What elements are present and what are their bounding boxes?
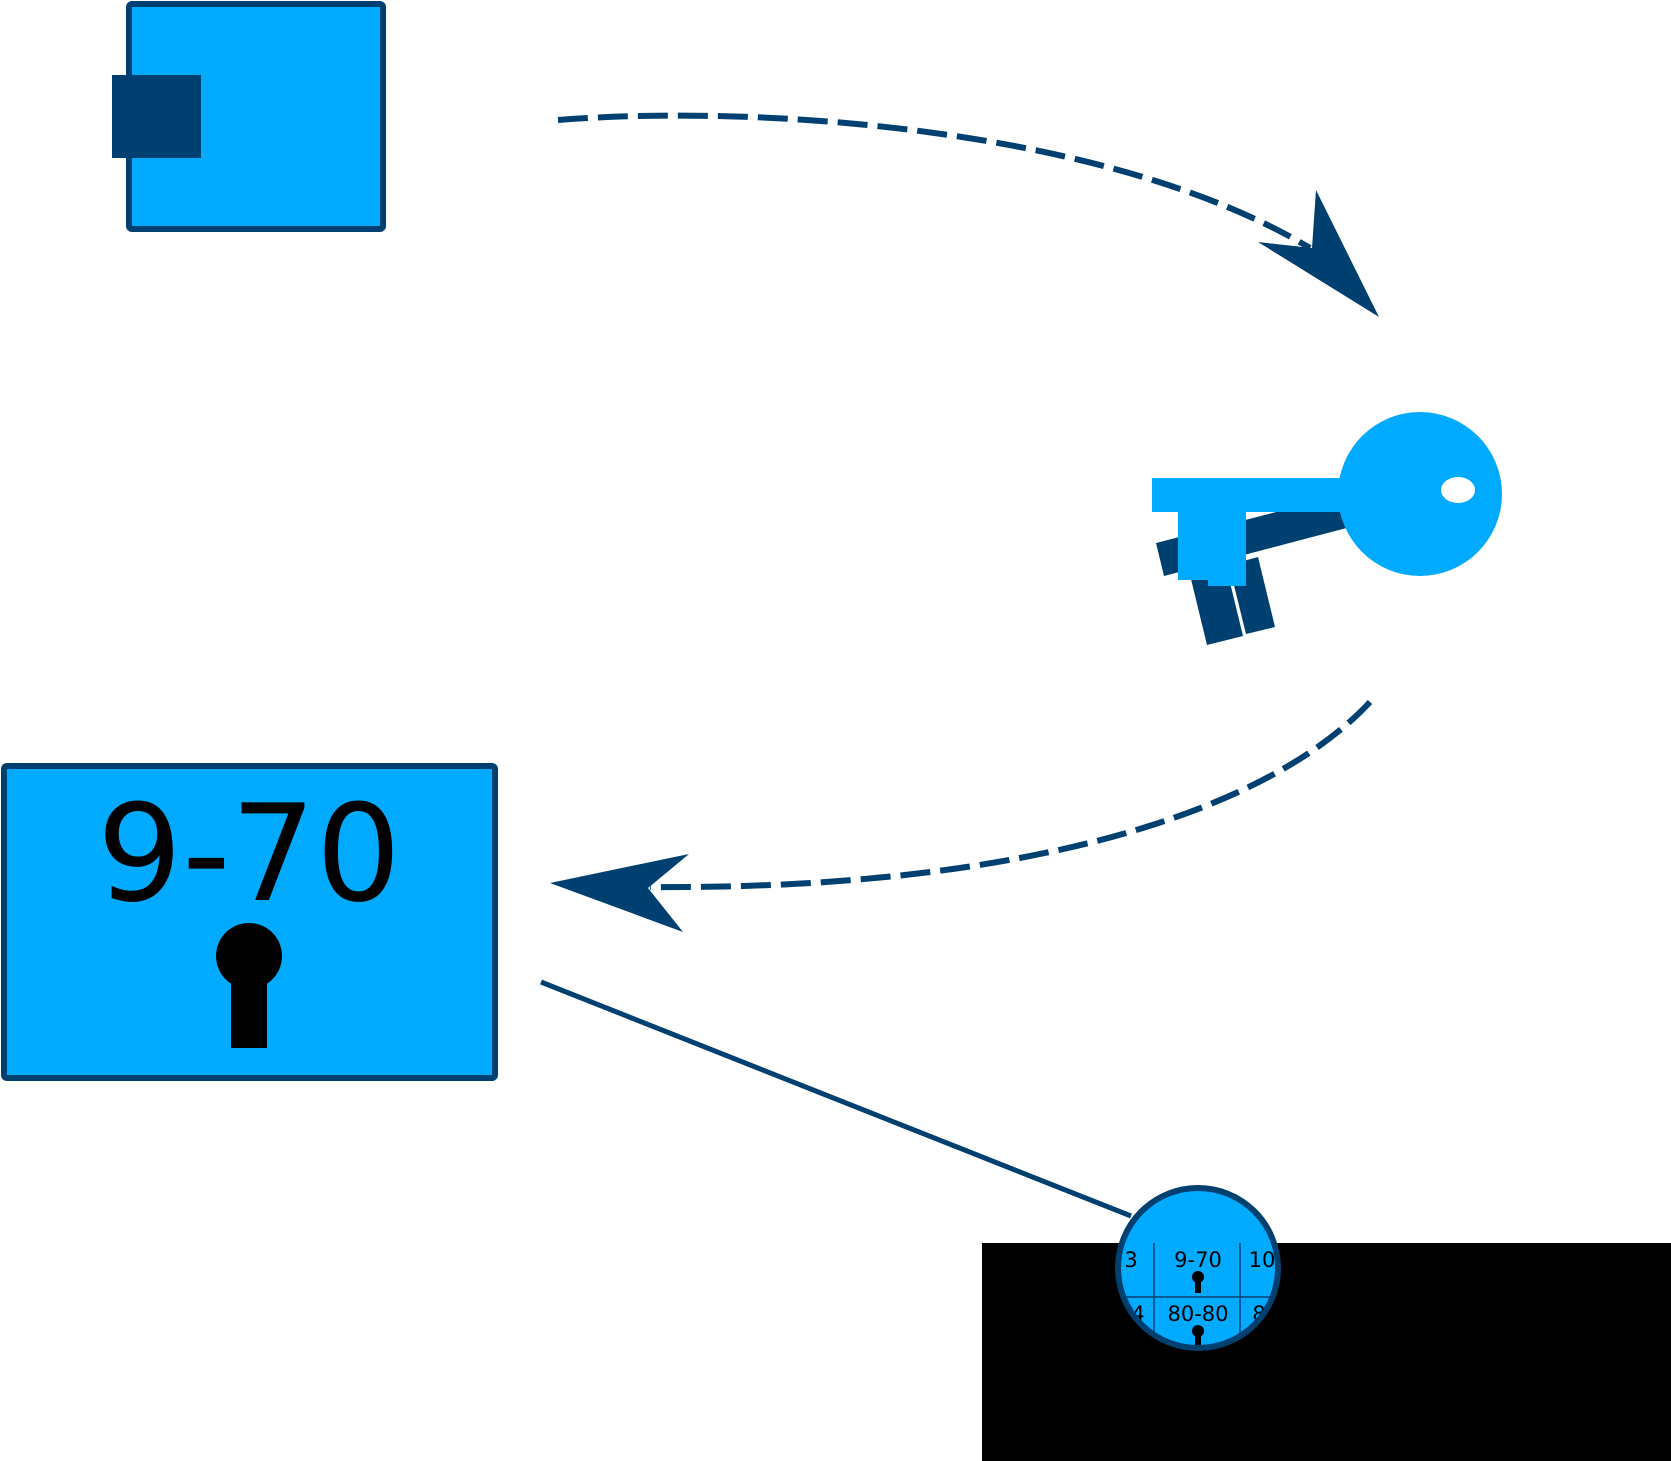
latch-block <box>112 75 201 158</box>
arrow-key-to-box <box>550 699 1373 932</box>
black-block <box>982 1243 1671 1461</box>
locker-cell-label: 3 <box>1124 1248 1137 1272</box>
key-hole <box>1441 477 1475 503</box>
locker-cell-label: 9-70 <box>1174 1248 1222 1272</box>
box-icon <box>112 1 386 232</box>
locker-cell-label: 80-80 <box>1167 1302 1228 1326</box>
connector-line <box>540 979 1132 1219</box>
keyhole-icon <box>216 923 282 1048</box>
magnifier-lens-icon: 3 9-70 10 4 80-80 8 <box>1115 1185 1281 1351</box>
arrow-box-to-key <box>557 112 1379 317</box>
locker-cell-label: 10 <box>1249 1248 1276 1272</box>
locker-box-icon: 9-70 <box>1 763 498 1081</box>
keyhole-icon <box>1192 1271 1204 1347</box>
key-icon <box>1152 412 1502 645</box>
box-label: 9-70 <box>97 776 401 932</box>
